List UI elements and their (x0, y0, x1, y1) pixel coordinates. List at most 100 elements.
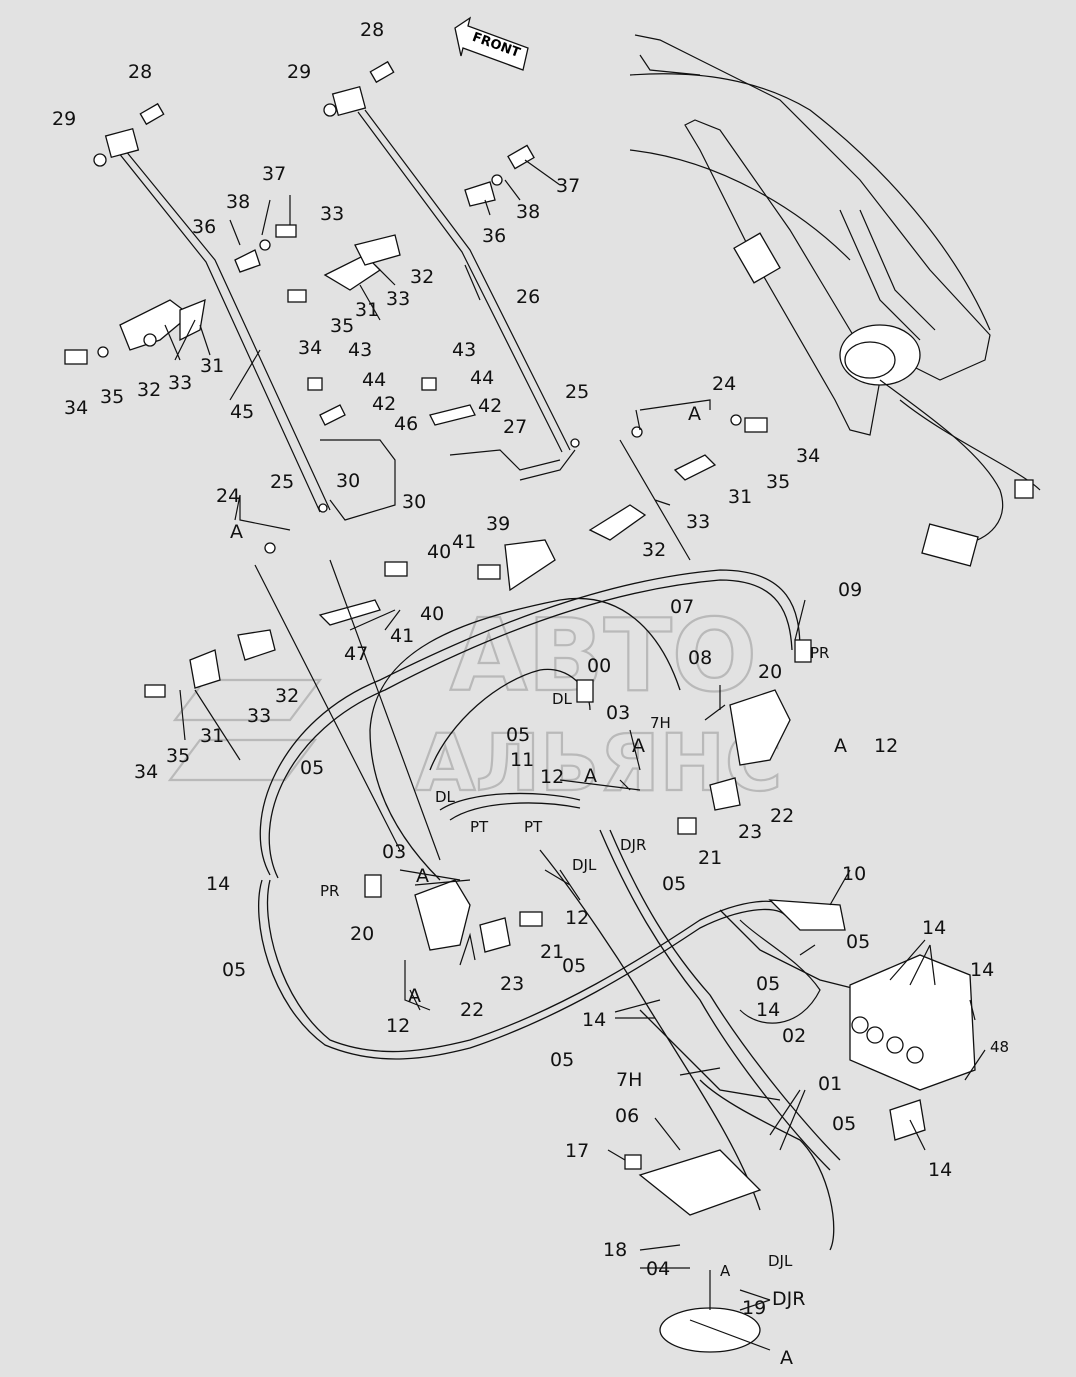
callout-label: DL (552, 690, 573, 708)
callout-label: 14 (922, 917, 946, 939)
callout-label: 05 (300, 757, 324, 779)
callout-label: 31 (200, 355, 224, 377)
callout-label: 48 (990, 1038, 1009, 1056)
callout-label: 22 (460, 999, 484, 1021)
callout-label: 12 (874, 735, 898, 757)
callout-label: 14 (582, 1009, 606, 1031)
callout-label: 27 (503, 416, 527, 438)
callout-label: 36 (192, 216, 216, 238)
callout-label: 20 (350, 923, 374, 945)
callout-label: 24 (712, 373, 736, 395)
callout-label: 26 (516, 286, 540, 308)
callout-label: 35 (100, 386, 124, 408)
callout-label: A (720, 1262, 731, 1280)
callout-label: 05 (550, 1049, 574, 1071)
callout-label: 10 (842, 863, 866, 885)
callout-label: DJL (768, 1252, 793, 1270)
callout-label: 12 (386, 1015, 410, 1037)
callout-label: 05 (846, 931, 870, 953)
callout-label: 40 (427, 541, 451, 563)
callout-label: 12 (540, 766, 564, 788)
callout-label: A (632, 735, 645, 757)
callout-label: 47 (344, 643, 368, 665)
callout-label: 37 (556, 175, 580, 197)
callout-label: DJR (772, 1288, 805, 1310)
callout-label: 01 (818, 1073, 842, 1095)
callout-label: 08 (688, 647, 712, 669)
callout-label: 31 (200, 725, 224, 747)
callout-label: 03 (606, 702, 630, 724)
callout-label: 14 (206, 873, 230, 895)
callout-label: 25 (270, 471, 294, 493)
callout-label: 31 (728, 486, 752, 508)
callout-label: A (230, 521, 243, 543)
callout-label: DJL (572, 856, 597, 874)
callout-label: 05 (662, 873, 686, 895)
callout-label: DJR (620, 836, 646, 854)
callout-label: PT (524, 818, 543, 836)
callout-label: 35 (766, 471, 790, 493)
callout-label: 7H (650, 714, 671, 732)
callout-label: PR (320, 882, 339, 900)
callout-label: PR (810, 644, 829, 662)
callout-label: 05 (756, 973, 780, 995)
callout-label: 33 (247, 705, 271, 727)
callout-label: A (780, 1347, 793, 1369)
watermark-line1: АВТО (450, 597, 757, 714)
callout-label: 23 (738, 821, 762, 843)
callout-label: 19 (742, 1297, 766, 1319)
watermark: АВТО АЛЬЯНС (167, 596, 783, 810)
callout-label: 7H (616, 1069, 642, 1091)
callout-label: 34 (134, 761, 158, 783)
callout-labels: 28 29 28 29 37 38 36 37 38 36 33 33 32 3… (52, 19, 1009, 1369)
callout-label: 29 (287, 61, 311, 83)
callout-label: 21 (698, 847, 722, 869)
callout-label: 37 (262, 163, 286, 185)
callout-label: 06 (615, 1105, 639, 1127)
callout-label: 35 (330, 315, 354, 337)
hoses (258, 569, 971, 1251)
callout-label: 05 (506, 724, 530, 746)
callout-label: 33 (686, 511, 710, 533)
callout-label: 24 (216, 485, 240, 507)
callout-label: 21 (540, 941, 564, 963)
callout-label: 45 (230, 401, 254, 423)
callout-label: 43 (452, 339, 476, 361)
callout-label: 29 (52, 108, 76, 130)
callout-label: A (416, 865, 429, 887)
callout-label: 34 (796, 445, 820, 467)
callout-label: 46 (394, 413, 418, 435)
callout-label: 41 (452, 531, 476, 553)
callout-label: 02 (782, 1025, 806, 1047)
callout-label: 18 (603, 1239, 627, 1261)
callout-label: 44 (362, 369, 386, 391)
callout-label: 17 (565, 1140, 589, 1162)
callout-label: 05 (222, 959, 246, 981)
callout-label: 44 (470, 367, 494, 389)
callout-label: 38 (516, 201, 540, 223)
upper-brackets (119, 181, 717, 689)
callout-label: 42 (372, 393, 396, 415)
callout-label: 00 (587, 655, 611, 677)
callout-label: 34 (298, 337, 322, 359)
callout-label: 07 (670, 596, 694, 618)
front-arrow: FRONT (454, 16, 529, 71)
callout-label: A (688, 403, 701, 425)
callout-label: 33 (320, 203, 344, 225)
callout-label: 05 (832, 1113, 856, 1135)
boom-assembly (629, 34, 1041, 567)
callout-label: 34 (64, 397, 88, 419)
callout-label: 11 (510, 749, 534, 771)
callout-label: 14 (928, 1159, 952, 1181)
callout-label: 33 (168, 372, 192, 394)
callout-label: 04 (646, 1258, 670, 1280)
callout-label: 12 (565, 907, 589, 929)
bolts (64, 60, 768, 1170)
callout-label: 14 (756, 999, 780, 1021)
callout-label: 41 (390, 625, 414, 647)
callout-label: 43 (348, 339, 372, 361)
callout-label: 32 (410, 266, 434, 288)
valves-and-blocks (364, 639, 976, 1353)
callout-label: 33 (386, 288, 410, 310)
